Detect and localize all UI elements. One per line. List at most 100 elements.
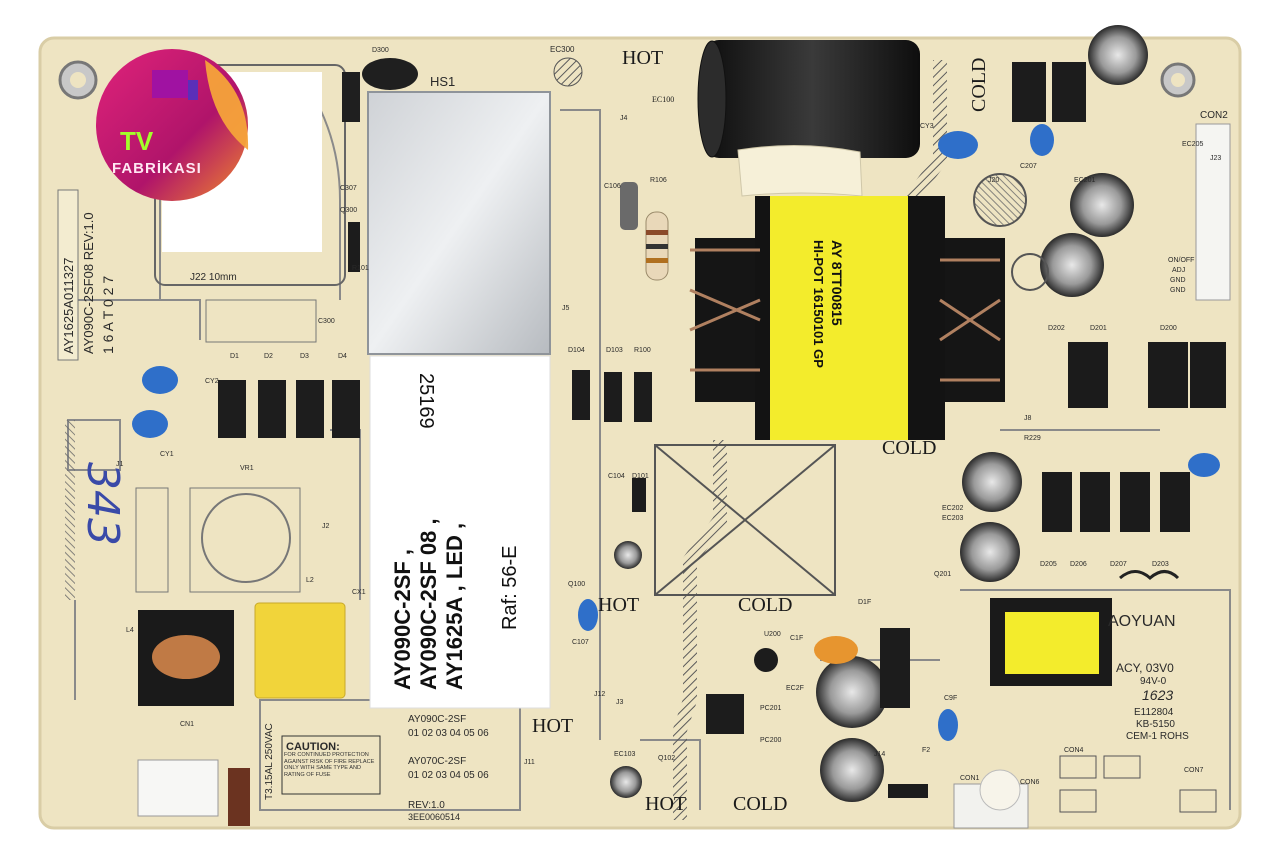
brand-sub6: CEM-1 ROHS <box>1126 731 1189 742</box>
handwritten-number: 343 <box>77 462 128 546</box>
electrolytic-caps-right <box>610 25 1148 802</box>
refdes-d206: D206 <box>1070 561 1087 568</box>
blue-cap-c213 <box>1188 453 1220 477</box>
refdes-c307: C307 <box>340 185 357 192</box>
refdes-j2: J2 <box>322 523 330 530</box>
hot-label-low: HOT <box>532 715 573 737</box>
refdes-ec2f: EC2F <box>786 685 804 692</box>
transformer-line2: HI-POT 16150101 GP <box>811 240 826 368</box>
refdes-pc201: PC201 <box>760 705 782 712</box>
refdes-c1f: C1F <box>790 635 803 642</box>
blue-cap-cy2 <box>142 366 178 394</box>
caution-box: CAUTION: FOR CONTINUED PROTECTION AGAINS… <box>281 735 381 795</box>
model-grid: AY090C-2SF 01 02 03 04 05 06 AY070C-2SF … <box>408 714 489 822</box>
refdes-d300: D300 <box>372 47 389 54</box>
bridge-diodes <box>218 380 360 438</box>
hatched-pad-1 <box>654 444 836 596</box>
refdes-cy3: CY3 <box>920 123 934 130</box>
refdes-cy2: CY2 <box>205 378 219 385</box>
refdes-vr1: VR1 <box>240 465 254 472</box>
left-id-block: AY1625A011327 AY090C-2SF08 REV:1.0 1 6 A… <box>57 189 116 361</box>
refdes-cy1: CY1 <box>160 451 174 458</box>
cold-label-low: COLD <box>738 594 792 616</box>
hot-label-bottom: HOT <box>645 793 686 815</box>
sticker-line2: AY090C-2SF 08 , <box>416 518 441 690</box>
con-adj: ADJ <box>1172 267 1185 274</box>
refdes-d1: D1 <box>230 353 239 360</box>
bottom-connectors: CON4 CON6 CON7 CON1 <box>137 747 1217 829</box>
refdes-q100: Q100 <box>568 581 585 588</box>
refdes-d200: D200 <box>1160 325 1177 332</box>
transformer: AY 8TT00815 HI-POT 16150101 GP <box>689 196 1005 440</box>
blue-cap-c207 <box>1030 124 1054 156</box>
refdes-r101: R101 <box>352 265 369 272</box>
brand-name: AOYUAN <box>1108 613 1176 630</box>
cold-label-bottom: COLD <box>733 793 787 815</box>
heatsink-hs1: HS1 <box>367 74 551 355</box>
con-onoff: ON/OFF <box>1168 257 1194 264</box>
left-id-line2: AY090C-2SF08 REV:1.0 <box>81 212 96 354</box>
small-components <box>135 222 928 798</box>
refdes-c300: C300 <box>318 318 335 325</box>
sticker-line1: AY090C-2SF , <box>390 549 415 690</box>
bulk-capacitor <box>697 40 920 158</box>
refdes-u200: U200 <box>764 631 781 638</box>
logo-fabrikasi: FABRİKASI <box>112 160 202 177</box>
logo-tv: TV <box>120 126 154 156</box>
mounting-hole-left <box>58 60 98 100</box>
j22-label: J22 10mm <box>190 272 237 283</box>
refdes-d4: D4 <box>338 353 347 360</box>
refdes-c107: C107 <box>572 639 589 646</box>
refdes-l4: L4 <box>126 627 134 634</box>
blue-cap-cy3 <box>938 131 978 159</box>
blue-cap-c9f <box>938 709 958 741</box>
con6-label: CON6 <box>1020 779 1040 786</box>
fuse-rating: T3.15AL 250VAC <box>264 723 275 800</box>
refdes-j5: J5 <box>562 305 570 312</box>
blue-cap-c107 <box>578 599 598 631</box>
model-row2-title: AY070C-2SF <box>408 756 466 767</box>
sticker-shelf: Raf: 56-E <box>499 546 521 630</box>
model-rev: REV:1.0 <box>408 800 445 811</box>
refdes-d3: D3 <box>300 353 309 360</box>
con2-label: CON2 <box>1200 110 1228 121</box>
refdes-c9f: C9F <box>944 695 957 702</box>
refdes-cn1: CN1 <box>180 721 194 728</box>
x-capacitor <box>254 602 346 699</box>
hot-label-top: HOT <box>622 47 663 69</box>
blue-cap-cy1 <box>132 410 168 438</box>
tv-fabrikasi-logo: TV FABRİKASI <box>96 49 249 201</box>
refdes-j20: J20 <box>988 177 999 184</box>
refdes-j8: J8 <box>1024 415 1032 422</box>
refdes-ec203: EC203 <box>942 515 964 522</box>
output-diodes <box>1012 62 1226 532</box>
brand-sub2: 94V-0 <box>1140 676 1167 687</box>
refdes-d205: D205 <box>1040 561 1057 568</box>
refdes-d207: D207 <box>1110 561 1127 568</box>
refdes-j14: J14 <box>874 751 885 758</box>
refdes-c104: C104 <box>608 473 625 480</box>
sticker-number: 25169 <box>415 373 437 429</box>
con-gnd1: GND <box>1170 277 1186 284</box>
isolation-slot-hot <box>673 440 727 820</box>
refdes-r106: R106 <box>650 177 667 184</box>
copper-pad-1 <box>973 173 1027 227</box>
caution-body: FOR CONTINUED PROTECTION AGAINST RISK OF… <box>284 752 375 778</box>
refdes-r100: R100 <box>634 347 651 354</box>
model-code: 3EE0060514 <box>408 812 460 822</box>
model-row2-nums: 01 02 03 04 05 06 <box>408 770 489 781</box>
refdes-ec103: EC103 <box>614 751 636 758</box>
refdes-f2: F2 <box>922 747 930 754</box>
cold-label-mid: COLD <box>882 437 936 459</box>
refdes-j4: J4 <box>620 115 628 122</box>
brand-sub4: E112804 <box>1134 707 1174 718</box>
transformer-line1: AY 8TT00815 <box>829 240 845 326</box>
refdes-j11: J11 <box>524 759 535 766</box>
refdes-d202: D202 <box>1048 325 1065 332</box>
refdes-ec205: EC205 <box>1182 141 1204 148</box>
refdes-ec201: EC201 <box>1074 177 1096 184</box>
mounting-hole-right <box>1160 62 1196 98</box>
refdes-d203: D203 <box>1152 561 1169 568</box>
